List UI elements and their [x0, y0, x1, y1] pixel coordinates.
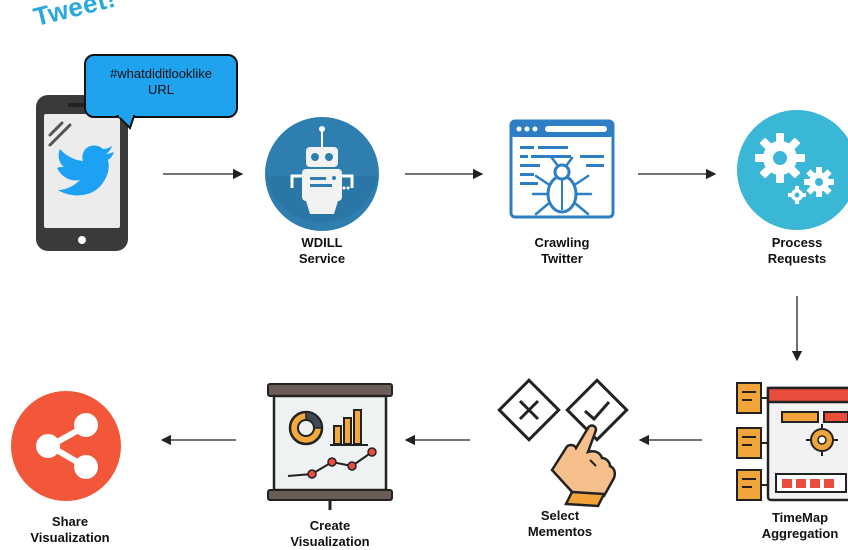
- tweet-speech-bubble: #whatdiditlooklike URL: [84, 54, 238, 118]
- step-label-crawling: Crawling Twitter: [534, 235, 590, 266]
- step-label-timemap: TimeMap Aggregation: [761, 510, 839, 541]
- bubble-url: URL: [147, 82, 174, 97]
- step-label-process: Process Requests: [767, 235, 827, 266]
- step-label-create: Create Visualization: [290, 518, 370, 549]
- step-label-share: Share Visualization: [30, 514, 110, 545]
- step-label-wdill: WDILL Service: [298, 235, 346, 266]
- step-label-select: Select Mementos: [527, 508, 593, 539]
- bubble-hashtag: #whatdiditlooklike: [110, 66, 212, 81]
